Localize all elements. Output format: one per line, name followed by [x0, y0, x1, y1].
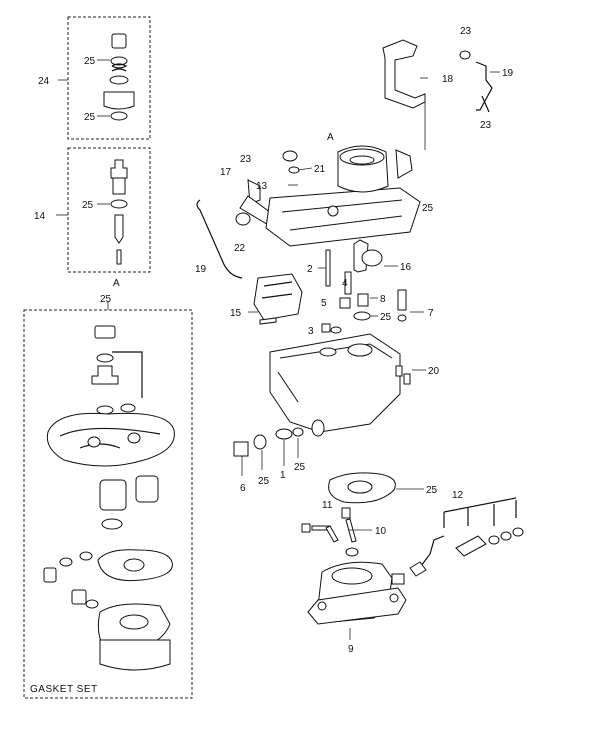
label-2: 2	[307, 264, 313, 275]
float-chamber-body	[233, 333, 426, 476]
label-25: 25	[84, 56, 96, 67]
label-7: 7	[428, 308, 434, 319]
label-25: 25	[380, 312, 392, 323]
label-25: 25	[100, 294, 112, 305]
label-25: 25	[82, 200, 94, 211]
middle-parts	[248, 239, 424, 334]
label-11: 11	[322, 500, 333, 511]
inset-box-14	[56, 147, 151, 273]
label-16: 16	[400, 262, 412, 273]
gasket-set-box	[23, 302, 193, 699]
label-8: 8	[380, 294, 386, 305]
label-25: 25	[258, 476, 270, 487]
inset-box-24	[58, 16, 151, 140]
label-20: 20	[428, 366, 440, 377]
label-10: 10	[375, 526, 387, 537]
label-A: A	[327, 132, 334, 143]
label-12: 12	[452, 490, 464, 501]
label-6: 6	[240, 483, 246, 494]
label-23: 23	[460, 26, 472, 37]
label-25: 25	[294, 462, 306, 473]
carburetor-air-horn	[196, 145, 421, 279]
label-A: A	[113, 278, 120, 289]
label-25: 25	[422, 203, 434, 214]
label-14: 14	[34, 211, 46, 222]
label-1: 1	[280, 470, 286, 481]
label-13: 13	[256, 181, 268, 192]
label-15: 15	[230, 308, 242, 319]
label-5: 5	[321, 298, 327, 309]
top-levers	[382, 39, 500, 150]
label-3: 3	[308, 326, 314, 337]
label-23: 23	[240, 154, 252, 165]
label-21: 21	[314, 164, 326, 175]
label-22: 22	[234, 243, 246, 254]
label-23: 23	[480, 120, 492, 131]
lower-parts	[301, 472, 524, 640]
label-19: 19	[502, 68, 514, 79]
label-25: 25	[84, 112, 96, 123]
label-25: 25	[426, 485, 438, 496]
label-4: 4	[342, 278, 348, 289]
label-17: 17	[220, 167, 232, 178]
label-24: 24	[38, 76, 50, 87]
gasket-set-title: GASKET SET	[30, 684, 98, 695]
label-9: 9	[348, 644, 354, 655]
label-19: 19	[195, 264, 207, 275]
label-18: 18	[442, 74, 454, 85]
